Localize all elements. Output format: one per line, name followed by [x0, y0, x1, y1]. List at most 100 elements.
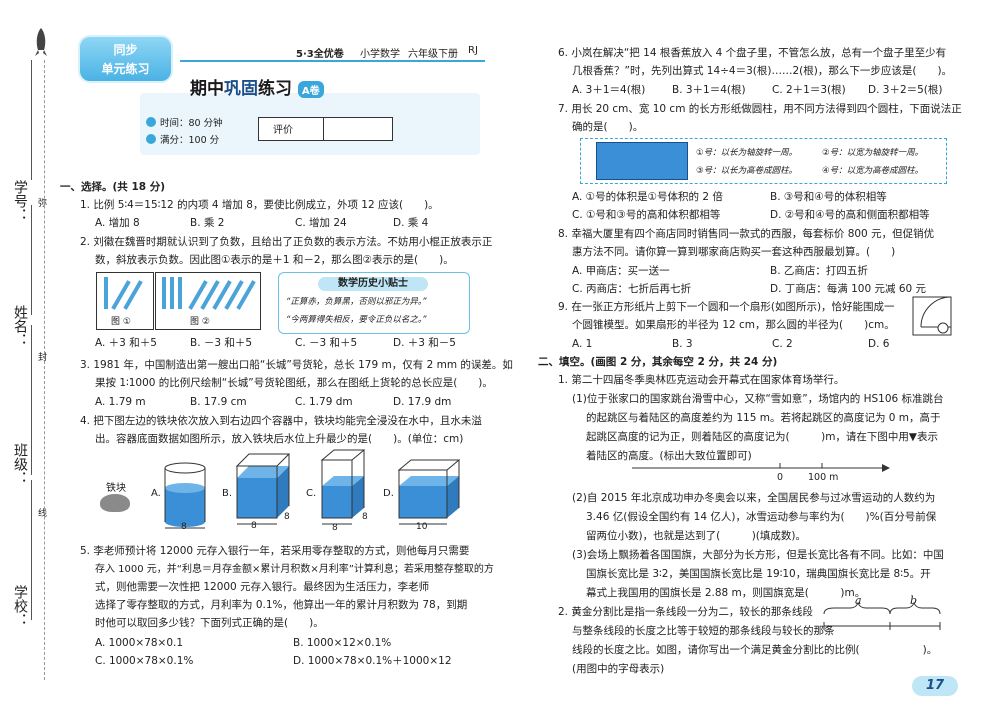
q4-container-b-label: B. — [222, 488, 233, 499]
title-tag: A卷 — [297, 80, 324, 98]
q3-line2: 果按 1∶1000 的比例尺绘制“长城”号货轮图纸，那么在图纸上货轮的总长应是(… — [95, 377, 493, 389]
time-label: 时间：80 分钟 — [160, 118, 223, 129]
s2-p3-line3: 幕式上我国用的国旗长是 2.88 m，则国旗宽是( )m。 — [586, 587, 866, 599]
segment-label-a: a — [855, 594, 862, 607]
q5-option-b[interactable]: B. 1000×12×0.1% — [293, 637, 392, 649]
history-tip-line2: “今两算得失相反，要令正负以名之。” — [286, 315, 427, 325]
q5-option-c[interactable]: C. 1000×78×0.1% — [95, 655, 194, 667]
eval-label: 评价 — [273, 125, 293, 136]
q5-line5: 时他可以取回多少钱？下面列式正确的是( )。 — [95, 617, 324, 629]
q9-option-d[interactable]: D. 6 — [868, 338, 890, 350]
seal-dashed-line — [44, 60, 45, 680]
q6-option-d[interactable]: D. 3＋2＝5(根) — [868, 84, 943, 96]
q7-line1: 7. 用长 20 cm、宽 10 cm 的长方形纸做圆柱，用不同方法得到四个圆柱… — [558, 103, 962, 115]
q8-option-a[interactable]: A. 甲商店：买一送一 — [572, 265, 670, 277]
iron-label: 铁块 — [106, 483, 126, 494]
q5-line2: 存入 1000 元，并“利息＝月存金额×累计月积数×月利率”计算利息；若采用整存… — [95, 564, 494, 575]
name-blank[interactable] — [31, 205, 32, 315]
q8-option-b[interactable]: B. 乙商店：打四五折 — [770, 265, 868, 277]
q9-option-b[interactable]: B. 3 — [672, 338, 693, 350]
q4-container-a-label: A. — [151, 488, 161, 499]
q3-option-a[interactable]: A. 1.79 m — [95, 396, 146, 408]
q2-option-a[interactable]: A. ＋3 和＋5 — [95, 337, 157, 349]
title-part2: 巩固 — [224, 79, 258, 99]
q5-line1: 5. 李老师预计将 12000 元存入银行一年，若采用零存整取的方式，则他每月只… — [80, 545, 470, 557]
s2-p3-line2: 国旗长宽比是 3∶2，美国国旗长宽比是 19∶10，瑞典国旗长宽比是 8∶5。开 — [586, 568, 931, 580]
axis-label-100: 100 m — [808, 472, 839, 483]
q4-dim-c1: 8 — [332, 523, 338, 533]
q2-figure1: 图 ① — [96, 272, 154, 330]
school-blank[interactable] — [31, 480, 32, 620]
q6-option-c[interactable]: C. 2＋1＝3(根) — [772, 84, 846, 96]
q8-line1: 8. 幸福大厦里有四个商店同时销售同一款式的西服，每套标价 800 元，但促销优 — [558, 228, 935, 240]
s2-q2-line4: (用图中的字母表示) — [572, 663, 665, 675]
q9-figure — [912, 296, 952, 336]
s2-q2-line2: 与整条线段的长度之比等于较短的那条线段与较长的那条 — [572, 625, 835, 637]
header-rule — [180, 60, 485, 62]
q1-option-d[interactable]: D. 乘 4 — [393, 217, 429, 229]
q3-option-d[interactable]: D. 17.9 dm — [393, 396, 452, 408]
q9-option-a[interactable]: A. 1 — [572, 338, 593, 350]
q8-line2: 惠方法不同。请你算一算到哪家商店购买一套这种西服最划算。( ) — [572, 246, 896, 258]
axis-label-zero: 0 — [777, 472, 784, 483]
score-icon — [146, 134, 156, 144]
q5-option-a[interactable]: A. 1000×78×0.1 — [95, 637, 184, 649]
q2-option-b[interactable]: B. －3 和＋5 — [190, 337, 253, 349]
q9-option-c[interactable]: C. 2 — [772, 338, 793, 350]
s2-p2-line1: (2)自 2015 年北京成功申办冬奥会以来，全国居民参与过冰雪运动的人数约为 — [572, 492, 936, 504]
clock-icon — [146, 117, 156, 127]
q9-line1: 9. 在一张正方形纸片上剪下一个圆和一个扇形(如图所示)，恰好能围成一 — [558, 301, 895, 313]
q7-option-b[interactable]: B. ③号和④号的体积相等 — [770, 191, 887, 203]
q1-option-b[interactable]: B. 乘 2 — [190, 217, 225, 229]
q6-line2: 几根香蕉？”时，先列出算式 14÷4＝3(根)……2(根)，那么下一步应该是( … — [572, 65, 953, 77]
q6-option-a[interactable]: A. 3＋1＝4(根) — [572, 84, 646, 96]
q7-box2: ②号：以宽为轴旋转一周。 — [822, 148, 924, 158]
segment-label-b: b — [910, 594, 918, 607]
header-edition: RJ — [468, 45, 478, 56]
q6-option-b[interactable]: B. 3＋1＝4(根) — [672, 84, 746, 96]
s2-p1-line4: 着陆区的高度。(标出大致位置即可) — [586, 450, 752, 462]
eval-box[interactable]: 评价 — [258, 117, 393, 141]
s2-p3-line1: (3)会场上飘扬着各国国旗，大部分为长方形，但是长宽比各有不同。比如：中国 — [572, 549, 944, 561]
page-number: 17 — [926, 678, 945, 693]
q8-option-c[interactable]: C. 丙商店：七折后再七折 — [572, 283, 692, 295]
q7-option-c[interactable]: C. ①号和③号的高和体积都相等 — [572, 209, 721, 221]
title-part3: 练习 — [258, 79, 292, 99]
q7-rectangle — [596, 142, 688, 180]
section2-heading: 二、填空。(画图 2 分，其余每空 2 分，共 24 分) — [538, 356, 778, 368]
s2-p2-line3: 留两位小数)，也就是达到了( )(填成数)。 — [586, 530, 806, 542]
q7-box1: ①号：以长为轴旋转一周。 — [696, 148, 798, 158]
q4-container-d — [395, 456, 463, 532]
q2-fig2-caption: 图 ② — [190, 317, 210, 327]
q7-box3: ③号：以长为高卷成圆柱。 — [696, 166, 798, 176]
q2-option-c[interactable]: C. －3 和＋5 — [295, 337, 358, 349]
student-no-blank[interactable] — [31, 60, 32, 180]
badge-line2: 单元练习 — [101, 62, 150, 76]
q1-option-c[interactable]: C. 增加 24 — [295, 217, 347, 229]
iron-block-image — [100, 494, 130, 512]
q9-line2: 个圆锥模型。如果扇形的半径为 12 cm，那么圆的半径为( )cm。 — [572, 319, 895, 331]
q2-option-d[interactable]: D. ＋3 和－5 — [393, 337, 456, 349]
q2-figure2: 图 ② — [155, 272, 261, 330]
q4-line1: 4. 把下图左边的铁块依次放入到右边四个容器中，铁块均能完全浸没在水中，且水未溢 — [80, 415, 482, 427]
q3-option-b[interactable]: B. 17.9 cm — [190, 396, 247, 408]
q7-option-a[interactable]: A. ①号的体积是①号体积的 2 倍 — [572, 191, 723, 203]
section1-heading: 一、选择。(共 18 分) — [60, 181, 166, 193]
height-number-line[interactable] — [630, 460, 890, 484]
q2-line1: 2. 刘徽在魏晋时期就认识到了负数，且给出了正负数的表示方法。不妨用小棍正放表示… — [80, 236, 493, 248]
q1-option-a[interactable]: A. 增加 8 — [95, 217, 140, 229]
page-number-badge — [912, 676, 958, 696]
q3-option-c[interactable]: C. 1.79 dm — [295, 396, 353, 408]
header-series: 5·3全优卷 — [296, 49, 344, 60]
q4-dim-b1: 8 — [251, 521, 257, 531]
s2-p1-line2: 的起跳区与着陆区的高度差约为 115 m。若将起跳区的高度记为 0 m，高于 — [586, 412, 941, 424]
header-grade: 六年级下册 — [408, 49, 458, 60]
q8-option-d[interactable]: D. 丁商店：每满 100 元减 60 元 — [770, 283, 927, 295]
history-tip-line1: “正算赤，负算黑，否则以邪正为异。” — [286, 297, 427, 307]
class-blank[interactable] — [31, 325, 32, 475]
q5-option-d[interactable]: D. 1000×78×0.1%＋1000×12 — [293, 655, 452, 667]
q7-option-d[interactable]: D. ②号和④号的高和侧面积都相等 — [770, 209, 930, 221]
q4-dim-d1: 10 — [416, 522, 428, 532]
q1-text: 1. 比例 5∶4＝15∶12 的内项 4 增加 8，要使比例成立，外项 12 … — [80, 199, 439, 211]
q4-dim-a: 8 — [181, 522, 187, 532]
